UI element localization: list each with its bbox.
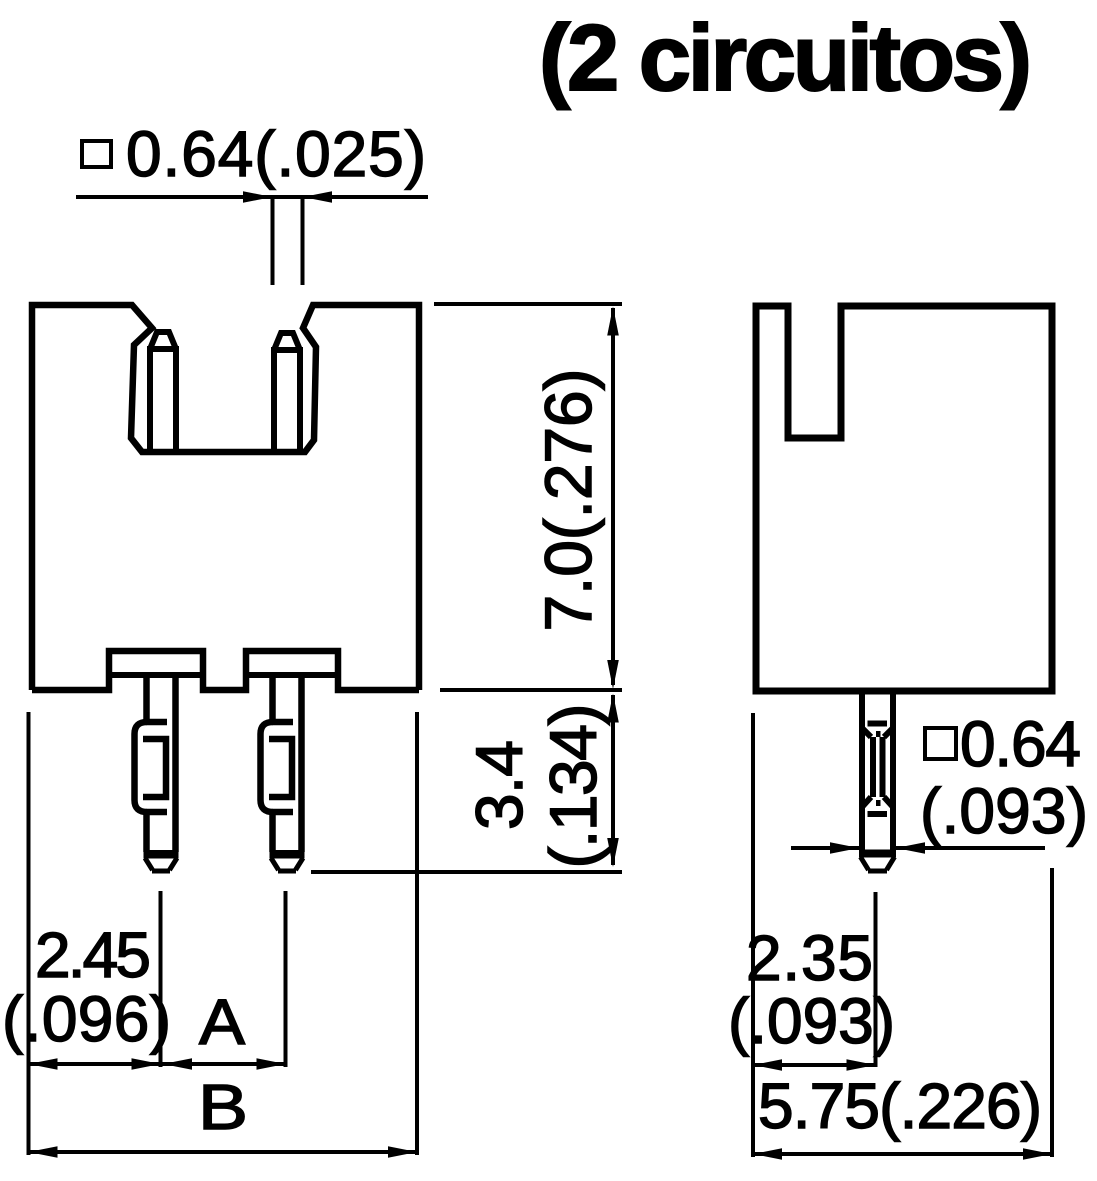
svg-text:5.75(.226): 5.75(.226) bbox=[758, 1070, 1042, 1142]
svg-text:2.45: 2.45 bbox=[35, 919, 151, 991]
svg-text:(.093): (.093) bbox=[920, 775, 1088, 847]
svg-text:A: A bbox=[199, 986, 245, 1058]
svg-text:3.4: 3.4 bbox=[462, 740, 536, 830]
svg-text:(.134): (.134) bbox=[536, 704, 610, 869]
svg-text:0.64: 0.64 bbox=[960, 708, 1081, 780]
svg-text:2.35: 2.35 bbox=[746, 922, 873, 994]
svg-text:0.64(.025): 0.64(.025) bbox=[126, 118, 426, 190]
svg-text:(.096): (.096) bbox=[2, 983, 171, 1055]
svg-text:B: B bbox=[198, 1071, 248, 1143]
svg-text:(2 circuitos): (2 circuitos) bbox=[539, 5, 1032, 110]
svg-text:7.0(.276): 7.0(.276) bbox=[531, 369, 605, 632]
svg-text:(.093): (.093) bbox=[728, 985, 895, 1057]
